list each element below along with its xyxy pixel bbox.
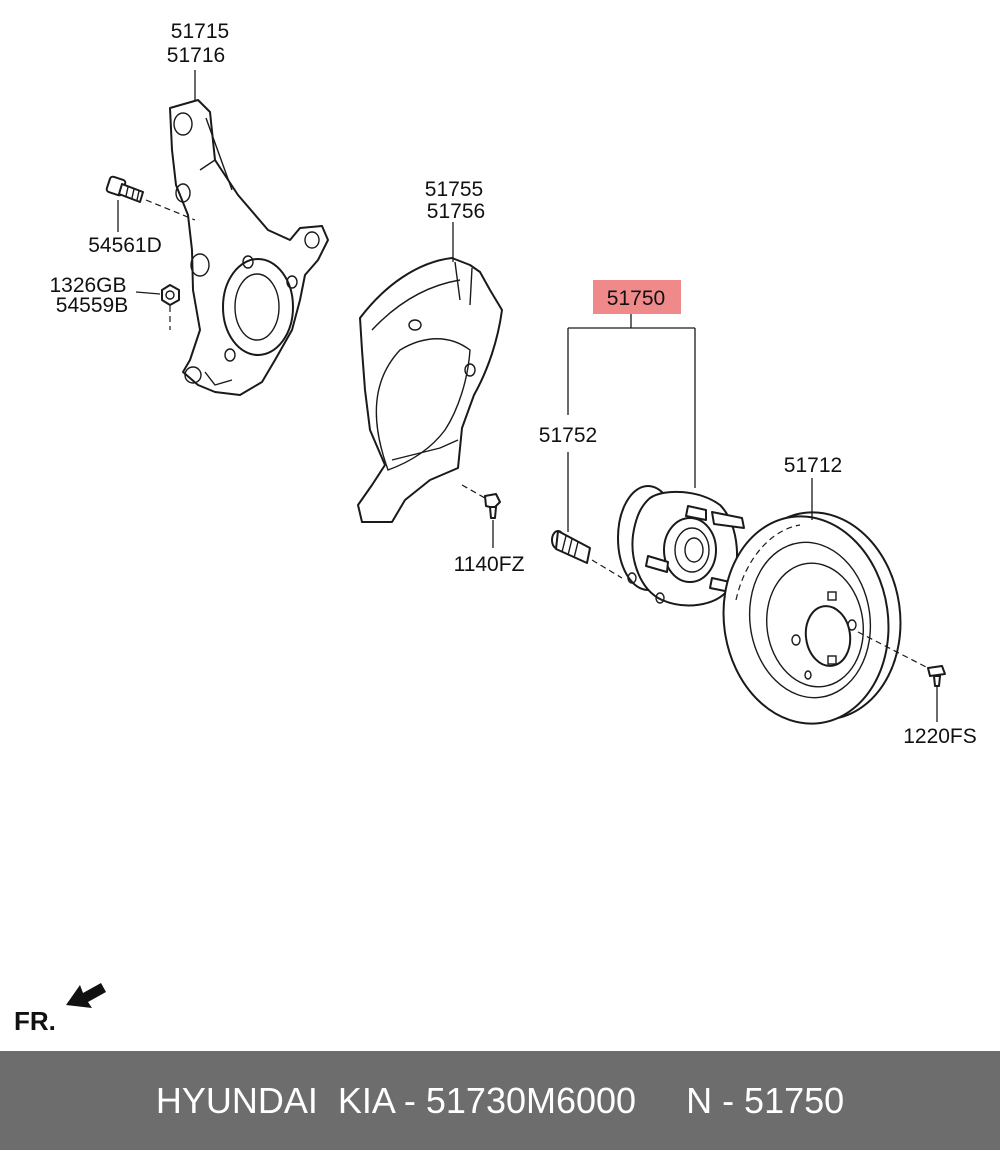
brake-disc <box>722 511 902 725</box>
label-51752: 51752 <box>539 424 597 447</box>
front-arrow-icon <box>66 983 106 1008</box>
wheel-hub-bearing <box>617 485 745 607</box>
knuckle-bolt <box>105 175 144 203</box>
label-54561d: 54561D <box>88 234 162 257</box>
label-51755: 51755 <box>425 178 483 201</box>
label-54559b: 54559B <box>56 294 128 317</box>
hub-assembly-highlight <box>593 280 681 314</box>
label-51756: 51756 <box>427 200 485 223</box>
exploded-view-diagram: 51715 51716 54561D 1326GB 54559B <box>14 20 977 1036</box>
knuckle-nut <box>161 284 180 306</box>
label-1220fs: 1220FS <box>903 725 977 748</box>
disc-screw <box>927 665 946 687</box>
steering-knuckle <box>169 99 329 396</box>
hub-bolt <box>551 530 591 564</box>
label-51712: 51712 <box>784 454 842 477</box>
label-1140fz: 1140FZ <box>454 553 525 576</box>
label-51715: 51715 <box>171 20 229 43</box>
label-51750: 51750 <box>607 287 665 310</box>
label-1326gb: 1326GB <box>49 274 126 297</box>
label-51716: 51716 <box>167 44 225 67</box>
footer-ref-number: N - 51750 <box>686 1079 845 1121</box>
front-marker-label: FR. <box>14 1006 56 1036</box>
footer-brand-part: HYUNDAI KIA - 51730M6000 <box>155 1079 637 1121</box>
shield-screw <box>484 493 501 519</box>
part-number-footer: HYUNDAI KIA - 51730M6000 N - 51750 <box>0 1051 1000 1150</box>
dust-shield <box>357 257 503 523</box>
